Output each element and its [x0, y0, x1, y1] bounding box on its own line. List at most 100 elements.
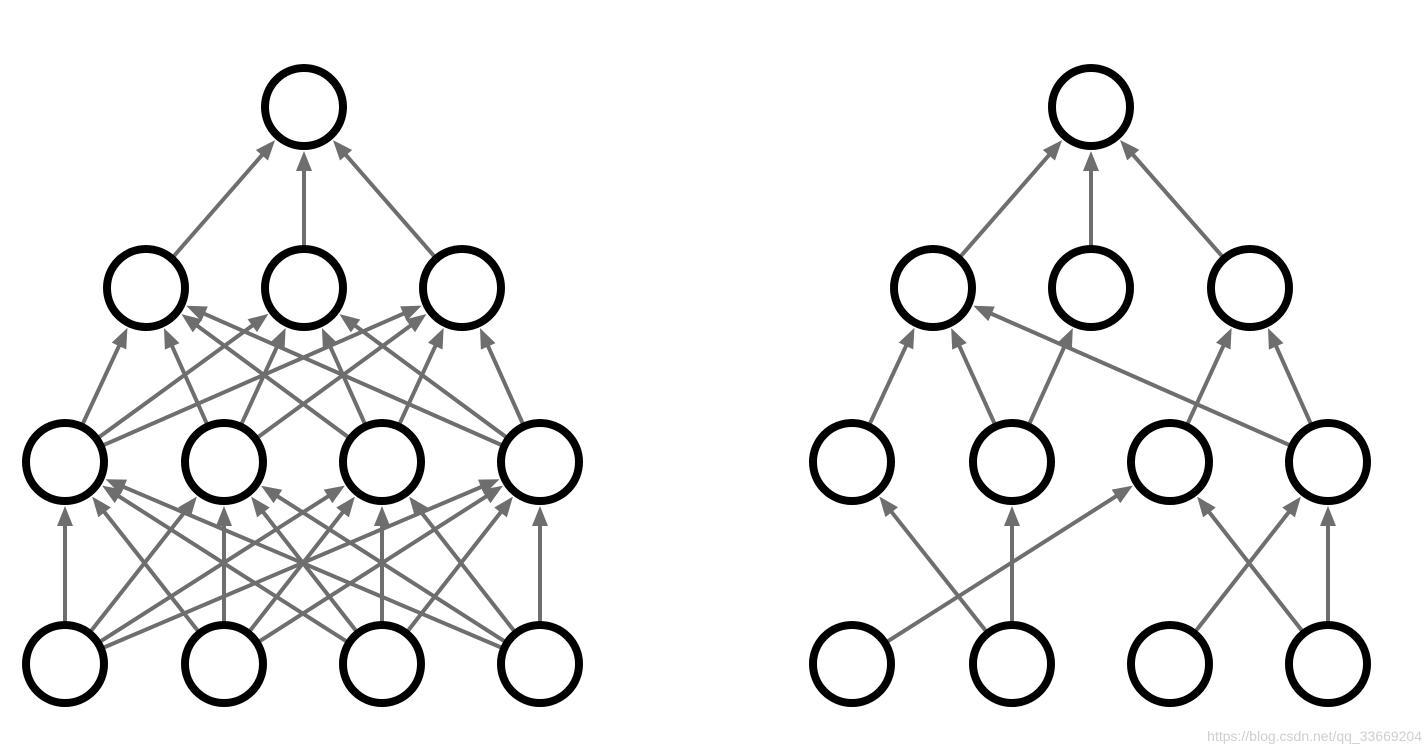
edge-arrow — [883, 485, 1133, 645]
edge-line — [121, 484, 505, 651]
edge-line — [260, 509, 360, 635]
edge-line — [169, 343, 210, 428]
arrowhead — [339, 314, 361, 333]
edge-arrow — [186, 305, 506, 449]
neuron-node — [261, 245, 347, 331]
edge-arrow — [105, 479, 505, 651]
arrowhead — [879, 496, 899, 518]
arrowhead — [321, 328, 338, 350]
arrowhead — [186, 305, 208, 322]
edge-arrow — [374, 506, 390, 625]
edge-line — [957, 152, 1052, 260]
edge-line — [87, 509, 188, 635]
arrowhead — [261, 485, 283, 504]
neuron-node — [1285, 621, 1371, 707]
arrowhead — [405, 313, 427, 333]
neuron-node — [22, 621, 108, 707]
edge-arrow — [973, 305, 1294, 449]
edge-line — [327, 343, 368, 428]
edge-arrow — [321, 328, 368, 428]
edge-arrow — [296, 151, 312, 249]
edge-arrow — [216, 506, 232, 625]
edge-arrow — [879, 496, 990, 635]
arrowhead — [247, 313, 269, 333]
edge-line — [1184, 343, 1226, 428]
neuron-node — [22, 419, 108, 505]
edge-arrow — [957, 140, 1063, 260]
watermark-text: https://blog.csdn.net/qq_33669204 — [1207, 728, 1422, 744]
arrowhead — [336, 496, 355, 518]
arrowhead — [323, 485, 345, 504]
arrowhead — [57, 506, 73, 526]
edge-line — [99, 311, 407, 449]
dropout-network-nodes — [809, 64, 1371, 707]
edge-arrow — [396, 327, 444, 428]
edge-line — [170, 152, 265, 260]
neuron-node — [1285, 419, 1371, 505]
arrowhead — [105, 479, 128, 495]
edge-arrow — [1320, 506, 1336, 625]
edge-line — [1206, 509, 1306, 635]
arrowhead — [1120, 140, 1140, 161]
edge-arrow — [92, 496, 202, 635]
edge-line — [866, 343, 909, 428]
neuron-node — [103, 245, 189, 331]
neuron-node — [969, 419, 1055, 505]
neuron-node — [1207, 245, 1293, 331]
edge-arrow — [163, 328, 210, 428]
edge-line — [79, 343, 122, 428]
edge-arrow — [255, 485, 503, 645]
arrowhead — [1282, 496, 1301, 518]
edge-line — [1130, 152, 1226, 261]
arrowhead — [479, 328, 496, 350]
neuron-node — [339, 419, 425, 505]
arrowhead — [951, 328, 967, 350]
neuron-node — [497, 621, 583, 707]
arrowhead — [494, 496, 513, 518]
edge-arrow — [261, 485, 509, 645]
arrowhead — [111, 327, 128, 350]
edge-line — [343, 152, 438, 260]
edge-arrow — [332, 140, 438, 260]
arrowhead — [1111, 485, 1133, 504]
edge-arrow — [87, 496, 197, 635]
edge-line — [116, 493, 351, 645]
edge-arrow — [1083, 151, 1099, 249]
full-network-nodes — [22, 64, 583, 707]
edge-line — [988, 311, 1294, 449]
edge-arrow — [79, 327, 128, 428]
edge-arrow — [96, 485, 345, 645]
arrowhead — [92, 496, 111, 518]
neuron-node — [890, 245, 976, 331]
edge-line — [194, 323, 352, 441]
arrowhead — [973, 305, 995, 322]
edge-line — [956, 343, 998, 428]
edge-arrow — [409, 496, 518, 635]
arrowhead — [163, 328, 180, 350]
arrowhead — [1042, 140, 1063, 161]
arrowhead — [481, 485, 503, 504]
arrowhead — [1197, 496, 1216, 518]
edge-line — [275, 493, 509, 645]
arrowhead — [1004, 506, 1020, 526]
neuron-node — [419, 245, 505, 331]
neuron-node — [261, 64, 347, 150]
edge-line — [888, 509, 990, 635]
edge-arrow — [339, 314, 510, 441]
edge-line — [485, 343, 526, 428]
edge-line — [254, 322, 414, 441]
arrowhead — [898, 327, 915, 350]
arrowhead — [532, 506, 548, 526]
edge-arrow — [181, 314, 352, 441]
edge-line — [96, 493, 331, 645]
edge-line — [238, 343, 280, 428]
edge-arrow — [1192, 496, 1301, 635]
arrowhead — [1320, 506, 1336, 526]
edge-arrow — [1120, 140, 1226, 261]
edge-line — [352, 323, 510, 441]
arrowhead — [1267, 328, 1284, 350]
edge-arrow — [99, 305, 422, 449]
neuron-node — [181, 419, 267, 505]
full-network-edges — [57, 140, 548, 651]
